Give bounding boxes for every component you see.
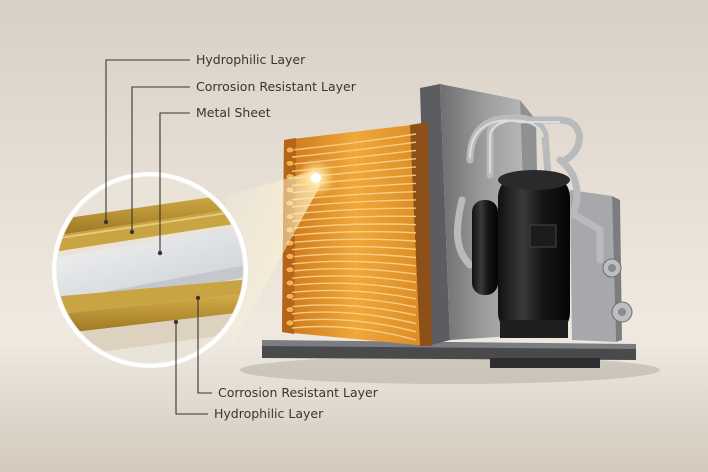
coil-fin [291,282,417,292]
hydrophilic-layer-top [57,190,243,238]
coil-fin [291,267,417,275]
leader-corrosion-top [131,86,190,232]
pipe-highlights [469,119,560,173]
coil-fin [291,215,417,222]
coil-fin [291,253,417,259]
coil-tube-end [285,279,295,287]
coil-fin [291,245,417,251]
metal-sheet-layer [57,228,243,300]
coil-tube-end [285,292,295,300]
coil-fin [291,325,417,341]
coil-fin [291,223,417,230]
condenser-coil [282,122,432,346]
coil-fin [291,141,417,158]
label-hydrophilic-layer-bottom: Hydrophilic Layer [214,406,324,421]
leader-dots [103,219,201,325]
coil-tube-end [285,252,295,260]
coil-tube-end [285,319,295,327]
coil-fin [291,296,417,308]
base-tray [262,340,636,368]
hydrophilic-layer-bottom [57,292,243,336]
leader-metal-sheet [159,112,190,253]
coil-fin [291,275,417,284]
coil-fin [291,230,417,237]
label-metal-sheet: Metal Sheet [196,105,271,120]
corrosion-layer-bottom [57,278,243,316]
leader-hydrophilic-top [105,59,190,222]
coil-fin [291,304,417,316]
coil-fin [291,238,417,244]
coil-tube-end [285,159,295,167]
magnifier-beam [226,170,320,346]
coil-fin [291,318,417,333]
coil-tube-end [285,146,295,154]
highlight-point [311,173,321,183]
label-corrosion-resistant-layer-bottom: Corrosion Resistant Layer [218,385,378,400]
coil-tube-end [285,306,295,314]
coil-tube-end [285,266,295,274]
compressor [472,170,570,338]
service-valve-icon [602,258,633,323]
coil-fin [291,311,417,325]
coil-fin [291,289,417,300]
label-corrosion-resistant-layer-top: Corrosion Resistant Layer [196,79,356,94]
label-hydrophilic-layer-top: Hydrophilic Layer [196,52,306,67]
coil-fin [291,260,417,267]
leader-hydrophilic-bottom [175,322,208,415]
leader-corrosion-bottom [197,298,212,394]
service-panel [570,190,633,342]
coil-fin [291,133,417,151]
leader-lines [105,59,212,415]
